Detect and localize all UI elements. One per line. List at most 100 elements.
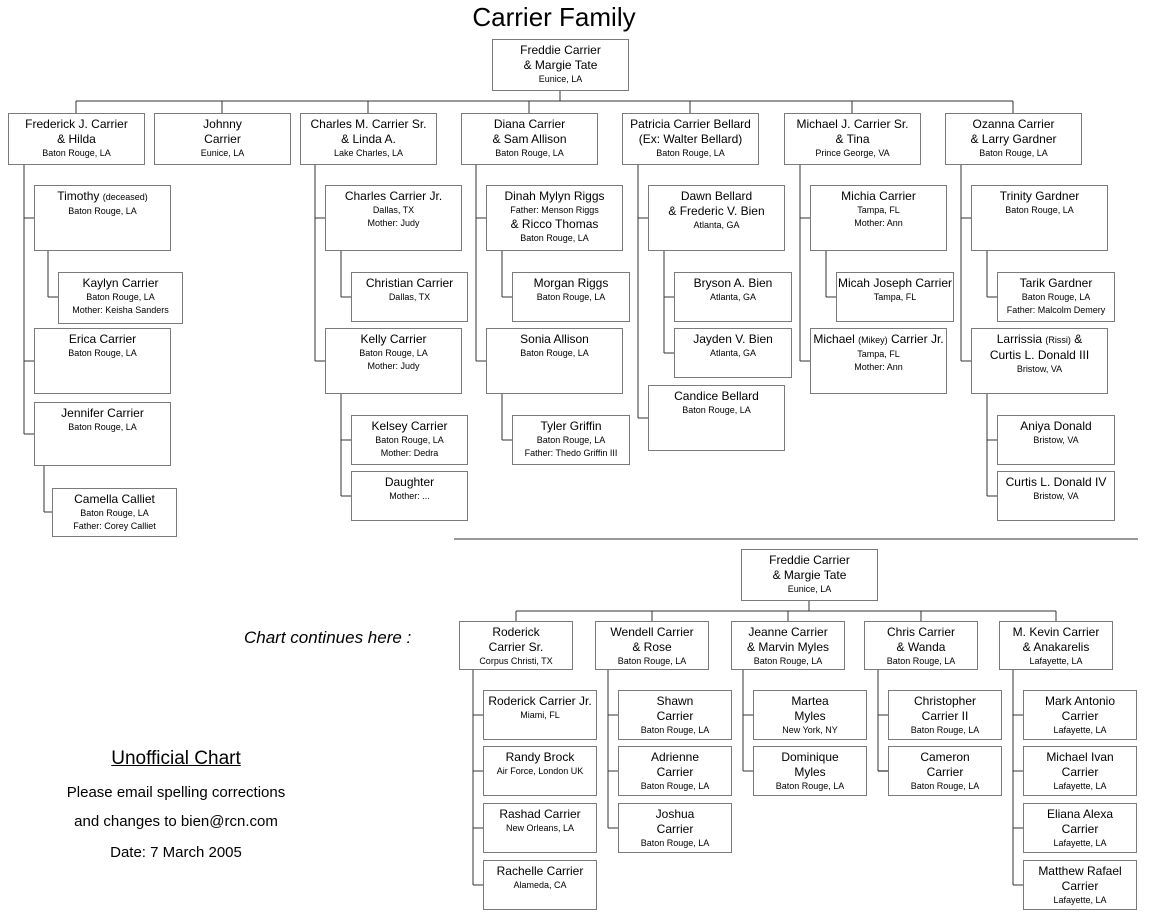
person-detail: Baton Rouge, LA [68, 422, 137, 432]
person-detail: Air Force, London UK [496, 766, 584, 776]
person-detail: Dallas, TX [372, 205, 415, 215]
person-detail: Baton Rouge, LA [42, 148, 111, 158]
person-name: Carrier [1061, 879, 1099, 893]
continuation-label: Chart continues here : [244, 628, 412, 647]
person-name: Michael J. Carrier Sr. [796, 117, 909, 131]
person-name: & Anakarelis [1022, 640, 1090, 654]
person-name: Erica Carrier [68, 332, 137, 346]
person-name-part: Larrissia [996, 332, 1043, 346]
person-name: Charles Carrier Jr. [344, 189, 443, 203]
person-name: Larrissia (Rissi) & [972, 332, 1107, 348]
person-detail: Baton Rouge, LA [656, 148, 725, 158]
person-name: Michia Carrier [841, 189, 916, 203]
person-detail: Baton Rouge, LA [775, 781, 845, 791]
person-detail: Bristow, VA [1016, 364, 1063, 374]
person-box: Charles M. Carrier Sr.& Linda A.Lake Cha… [300, 113, 437, 165]
person-detail: Lafayette, LA [1053, 838, 1107, 848]
person-name: & Marvin Myles [746, 640, 829, 654]
person-name: Chris Carrier [886, 625, 955, 639]
person-name: Carrier [1061, 822, 1099, 836]
person-name: Timothy (deceased) [35, 189, 170, 205]
person-box: Patricia Carrier Bellard(Ex: Walter Bell… [622, 113, 759, 165]
person-detail: Baton Rouge, LA [80, 508, 149, 518]
person-name: Dominique [781, 750, 839, 764]
person-name: Carrier [1061, 765, 1099, 779]
note-line-1: Please email spelling corrections [66, 784, 286, 801]
person-detail: Corpus Christi, TX [479, 656, 553, 666]
person-name: & Linda A. [341, 132, 396, 146]
person-detail: Lafayette, LA [1053, 895, 1107, 905]
person-name: Freddie Carrier [769, 553, 850, 567]
person-box: Roderick Carrier Jr.Miami, FL [483, 690, 597, 740]
person-name: Carrier [926, 765, 964, 779]
person-detail: Atlanta, GA [693, 220, 740, 230]
person-name: & Hilda [57, 132, 96, 146]
person-name: Christian Carrier [365, 276, 454, 290]
person-name: Carrier [656, 709, 694, 723]
person-name-part: Carrier Jr. [890, 332, 944, 346]
person-name: M. Kevin Carrier [1012, 625, 1100, 639]
person-name: Kelsey Carrier [371, 419, 448, 433]
person-detail: Baton Rouge, LA [753, 656, 823, 666]
person-name: Ozanna Carrier [972, 117, 1055, 131]
person-name: Michael (Mikey) Carrier Jr. [811, 332, 946, 348]
person-detail: Lafayette, LA [1053, 781, 1107, 791]
person-detail: Baton Rouge, LA [682, 405, 751, 415]
person-name: Freddie Carrier [520, 43, 601, 57]
person-detail: Mother: Judy [367, 361, 420, 371]
person-detail: Eunice, LA [200, 148, 245, 158]
person-name: & Larry Gardner [970, 132, 1057, 146]
person-detail: Father: Menson Riggs [510, 205, 599, 215]
person-detail: Prince George, VA [815, 148, 890, 158]
person-box: Timothy (deceased)Baton Rouge, LA [34, 185, 171, 251]
person-name-part: Timothy [57, 189, 100, 203]
person-name: Shawn [656, 694, 694, 708]
person-name: & Margie Tate [523, 58, 598, 72]
chart-title: Carrier Family [472, 2, 636, 32]
person-name: Michael Ivan [1046, 750, 1114, 764]
person-name: Eliana Alexa [1046, 807, 1114, 821]
person-name-part: Michael [813, 332, 855, 346]
person-detail: Baton Rouge, LA [1005, 205, 1074, 215]
note-date: Date: 7 March 2005 [110, 844, 242, 861]
person-name: Jeanne Carrier [748, 625, 828, 639]
person-name: Johnny [203, 117, 242, 131]
person-detail: Baton Rouge, LA [520, 233, 589, 243]
person-detail: Baton Rouge, LA [536, 435, 606, 445]
person-name: Jayden V. Bien [693, 332, 773, 346]
person-name: Dinah Mylyn Riggs [504, 189, 605, 203]
person-name: Carrier II [921, 709, 969, 723]
person-name: & Frederic V. Bien [668, 204, 765, 218]
person-name: & Sam Allison [492, 132, 567, 146]
person-detail: Baton Rouge, LA [910, 725, 980, 735]
person-name: Tarik Gardner [1019, 276, 1093, 290]
person-name: Cameron [920, 750, 970, 764]
person-name: Trinity Gardner [999, 189, 1080, 203]
person-name: & Ricco Thomas [510, 217, 599, 231]
person-detail: New Orleans, LA [505, 823, 575, 833]
person-detail: Father: Malcolm Demery [1006, 305, 1106, 315]
